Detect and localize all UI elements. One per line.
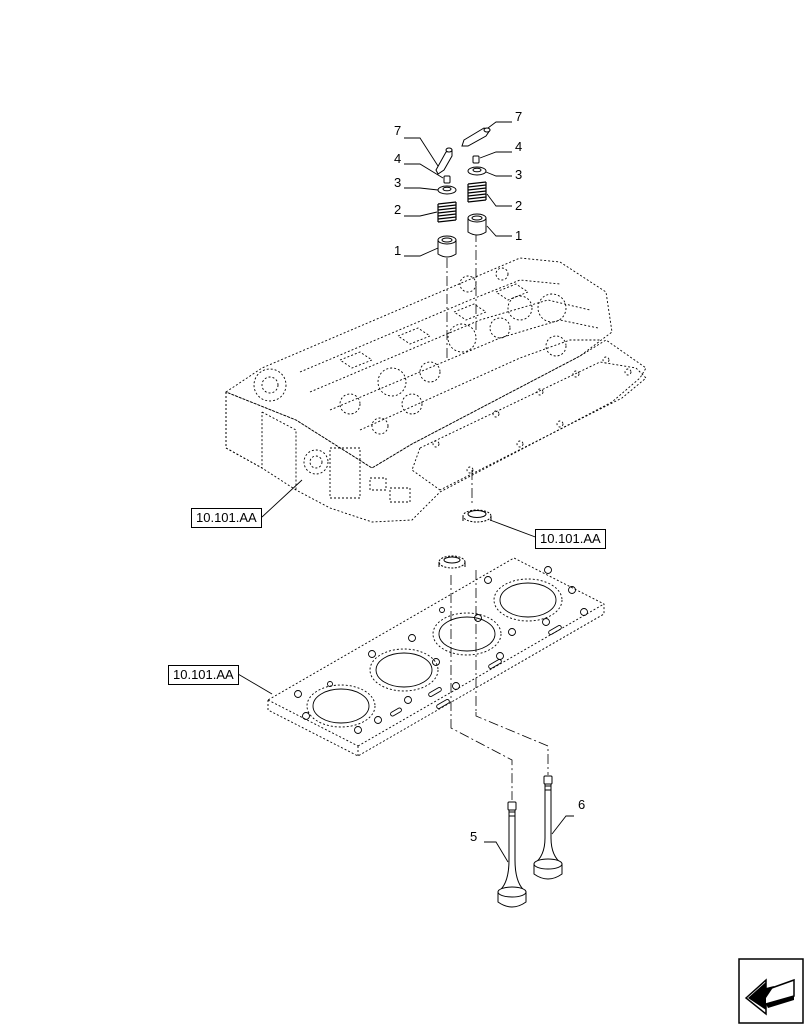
callout-left-7: 7 xyxy=(394,123,402,138)
assembly-center-lines xyxy=(446,232,549,800)
callout-right-4: 4 xyxy=(515,139,523,154)
callout-right-7: 7 xyxy=(515,109,523,124)
right-valve-stack xyxy=(461,127,491,236)
right-rocker-bridge xyxy=(461,127,491,147)
left-spring-retainer xyxy=(437,185,457,195)
callout-right-1: 1 xyxy=(515,228,523,243)
left-valve-spring xyxy=(437,201,457,223)
reference-box-cylinder-head[interactable]: 10.101.AA xyxy=(191,508,262,528)
cylinder-head xyxy=(225,257,647,523)
callout-left-4: 4 xyxy=(394,151,402,166)
left-valve-stack xyxy=(435,147,457,258)
callout-valve-6: 6 xyxy=(578,797,586,812)
callout-left-1: 1 xyxy=(394,243,402,258)
callout-left-3: 3 xyxy=(394,175,402,190)
valve-intake xyxy=(497,801,527,908)
next-page-arrow-icon[interactable] xyxy=(738,958,804,1024)
valve-seal-ring-lower xyxy=(438,555,466,569)
leader-lines xyxy=(237,121,574,863)
left-stem-seal xyxy=(437,235,457,258)
head-gasket xyxy=(267,557,605,757)
callout-right-3: 3 xyxy=(515,167,523,182)
right-valve-spring xyxy=(467,181,487,203)
right-stem-seal xyxy=(467,213,487,236)
right-collet xyxy=(472,155,480,164)
left-rocker-bridge xyxy=(435,149,453,175)
exploded-parts-diagram xyxy=(225,121,647,908)
callout-right-2: 2 xyxy=(515,198,523,213)
valve-exhaust xyxy=(533,775,563,880)
valve-seal-ring-upper xyxy=(462,509,492,523)
reference-box-head-gasket[interactable]: 10.101.AA xyxy=(168,665,239,685)
left-collet xyxy=(443,175,451,184)
right-spring-retainer xyxy=(467,166,487,176)
callout-left-2: 2 xyxy=(394,202,402,217)
callout-valve-5: 5 xyxy=(470,829,478,844)
reference-box-valve-seal[interactable]: 10.101.AA xyxy=(535,529,606,549)
